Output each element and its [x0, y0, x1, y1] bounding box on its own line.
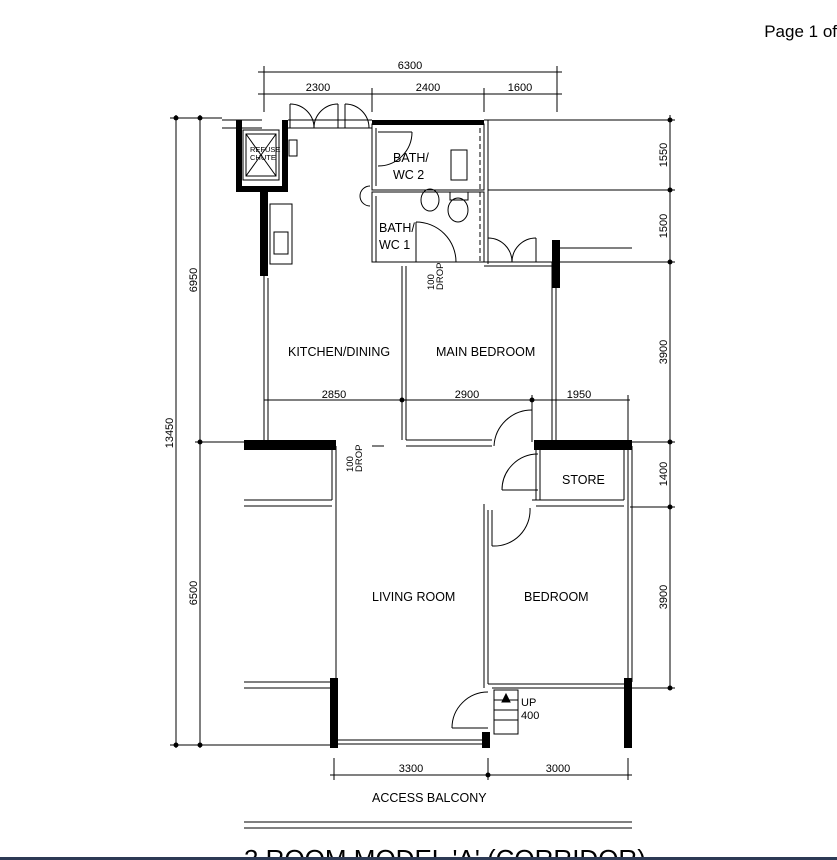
dimension-labels: 6300 2300 2400 1600 2850 2900 1950 3300 …	[164, 60, 670, 775]
refuse-chute-label-1: REFUSE	[250, 145, 280, 154]
dim-left-lower: 6500	[188, 581, 200, 605]
dim-right-4: 1400	[658, 462, 670, 486]
bath-wc2-label-1: BATH/	[393, 151, 429, 165]
dim-left-total: 13450	[164, 418, 176, 449]
bedroom-label: BEDROOM	[524, 590, 589, 604]
drop-upper-value: 100	[426, 274, 437, 290]
dim-bottom-1: 3300	[399, 763, 423, 775]
bath-wc1-label-2: WC 1	[379, 238, 410, 252]
dim-top-1: 2300	[306, 82, 330, 94]
plan-title: 3 ROOM MODEL 'A' (CORRIDOR)	[244, 844, 646, 860]
plan-notes: 100 DROP 100 DROP UP 400 ACCESS BALCONY	[345, 263, 539, 805]
main-bedroom-label: MAIN BEDROOM	[436, 345, 535, 359]
refuse-chute-label-2: CHUTE	[250, 153, 276, 162]
dim-mid-2: 2900	[455, 389, 479, 401]
kitchen-label: KITCHEN/DINING	[288, 345, 390, 359]
dim-right-5: 3900	[658, 585, 670, 609]
stair-height-label: 400	[521, 710, 539, 722]
drop-lower-word: DROP	[354, 445, 365, 472]
access-balcony-label: ACCESS BALCONY	[372, 791, 487, 805]
dim-right-3: 3900	[658, 340, 670, 364]
bath-wc1-label-1: BATH/	[379, 221, 415, 235]
bottom-dimension-line	[330, 758, 632, 780]
dim-mid-3: 1950	[567, 389, 591, 401]
bottom-edge-bar	[0, 857, 837, 860]
thick-walls	[236, 120, 632, 748]
dim-mid-1: 2850	[322, 389, 346, 401]
interior-walls	[222, 119, 633, 745]
room-labels: REFUSE CHUTE BATH/ WC 2 BATH/ WC 1 KITCH…	[250, 145, 605, 604]
dim-right-1: 1550	[658, 143, 670, 167]
store-label: STORE	[562, 473, 605, 487]
doors	[244, 103, 632, 829]
page-number-label: Page 1 of	[764, 22, 837, 41]
dim-top-2: 2400	[416, 82, 440, 94]
dim-bottom-2: 3000	[546, 763, 570, 775]
top-dimension-lines	[258, 66, 562, 112]
living-room-label: LIVING ROOM	[372, 590, 455, 604]
dim-left-upper: 6950	[188, 268, 200, 292]
stair-up-label: UP	[521, 697, 536, 709]
left-dimension-lines	[170, 115, 330, 748]
dim-right-2: 1500	[658, 214, 670, 238]
dim-top-total: 6300	[398, 60, 422, 72]
refuse-chute-symbol	[242, 129, 298, 181]
drop-lower-value: 100	[345, 456, 356, 472]
mid-dimension-line	[263, 395, 630, 440]
bath-wc2-label-2: WC 2	[393, 168, 424, 182]
drop-upper-word: DROP	[435, 263, 446, 290]
dim-top-3: 1600	[508, 82, 532, 94]
